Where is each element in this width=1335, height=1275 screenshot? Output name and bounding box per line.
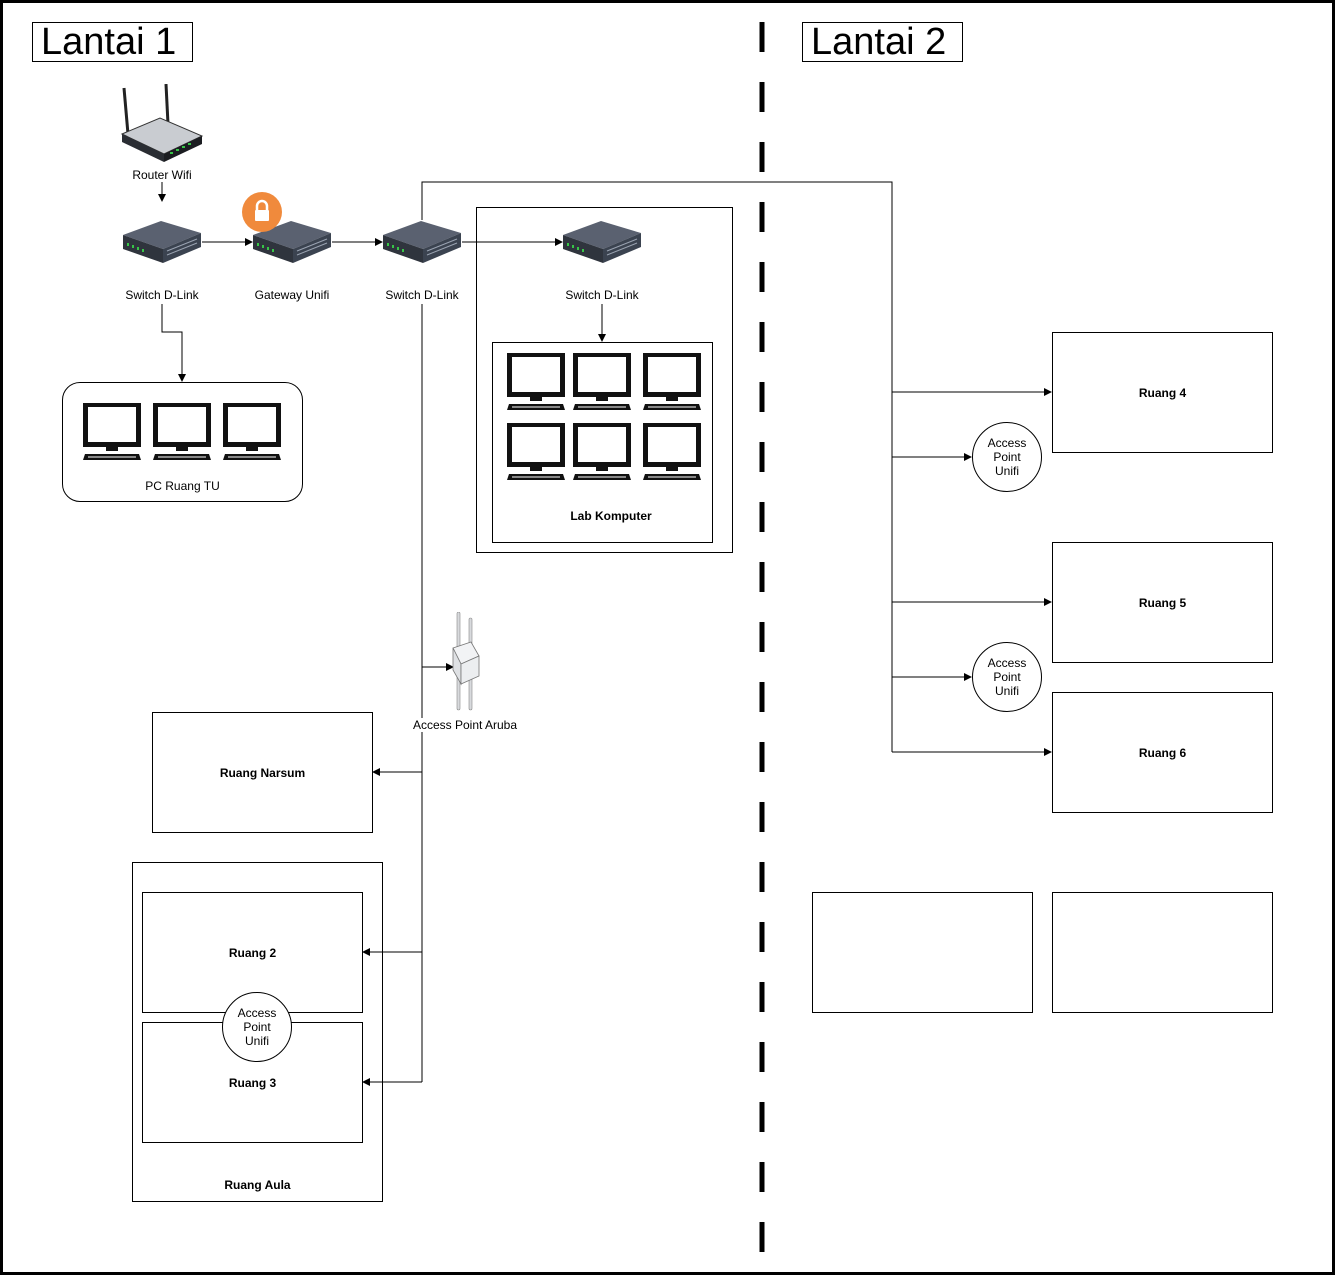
room-empty-a xyxy=(812,892,1033,1013)
access-point-aruba-label: Access Point Aruba xyxy=(395,718,535,732)
ruang-aula-box xyxy=(132,862,383,1202)
floor-1-title: Lantai 1 xyxy=(32,22,193,62)
monitor-icon xyxy=(222,402,282,462)
monitor-icon xyxy=(152,402,212,462)
room-ruang-6: Ruang 6 xyxy=(1052,692,1273,813)
access-point-unifi-aula: Access Point Unifi xyxy=(222,992,292,1062)
access-point-unifi-r4: Access Point Unifi xyxy=(972,422,1042,492)
monitor-icon xyxy=(506,352,566,412)
switch-2-label: Switch D-Link xyxy=(352,288,492,302)
room-empty-b xyxy=(1052,892,1273,1013)
wire-switch-pctu xyxy=(161,304,186,382)
monitor-icon xyxy=(572,422,632,482)
wire-to-floor2 xyxy=(421,181,893,752)
switch-1-label: Switch D-Link xyxy=(92,288,232,302)
network-switch-icon xyxy=(561,219,643,265)
room-ruang-3: Ruang 3 xyxy=(142,1022,363,1143)
monitor-icon xyxy=(506,422,566,482)
gateway-label: Gateway Unifi xyxy=(222,288,362,302)
lock-icon xyxy=(242,192,282,232)
room-ruang-5: Ruang 5 xyxy=(1052,542,1273,663)
router-label: Router Wifi xyxy=(92,168,232,182)
monitor-icon xyxy=(642,352,702,412)
access-point-icon xyxy=(449,611,481,712)
switch-lab-label: Switch D-Link xyxy=(532,288,672,302)
pc-ruang-tu-label: PC Ruang TU xyxy=(145,479,220,493)
floor-2-title: Lantai 2 xyxy=(802,22,963,62)
lab-group-box xyxy=(476,207,733,553)
monitor-icon xyxy=(572,352,632,412)
access-point-unifi-r56: Access Point Unifi xyxy=(972,642,1042,712)
ruang-aula-label: Ruang Aula xyxy=(224,1178,291,1192)
network-switch-icon xyxy=(121,219,203,265)
monitor-icon xyxy=(642,422,702,482)
lab-komputer-label: Lab Komputer xyxy=(570,509,652,523)
monitor-icon xyxy=(82,402,142,462)
room-narsum: Ruang Narsum xyxy=(152,712,373,833)
network-switch-icon xyxy=(381,219,463,265)
wifi-router-icon xyxy=(120,83,204,164)
room-ruang-4: Ruang 4 xyxy=(1052,332,1273,453)
